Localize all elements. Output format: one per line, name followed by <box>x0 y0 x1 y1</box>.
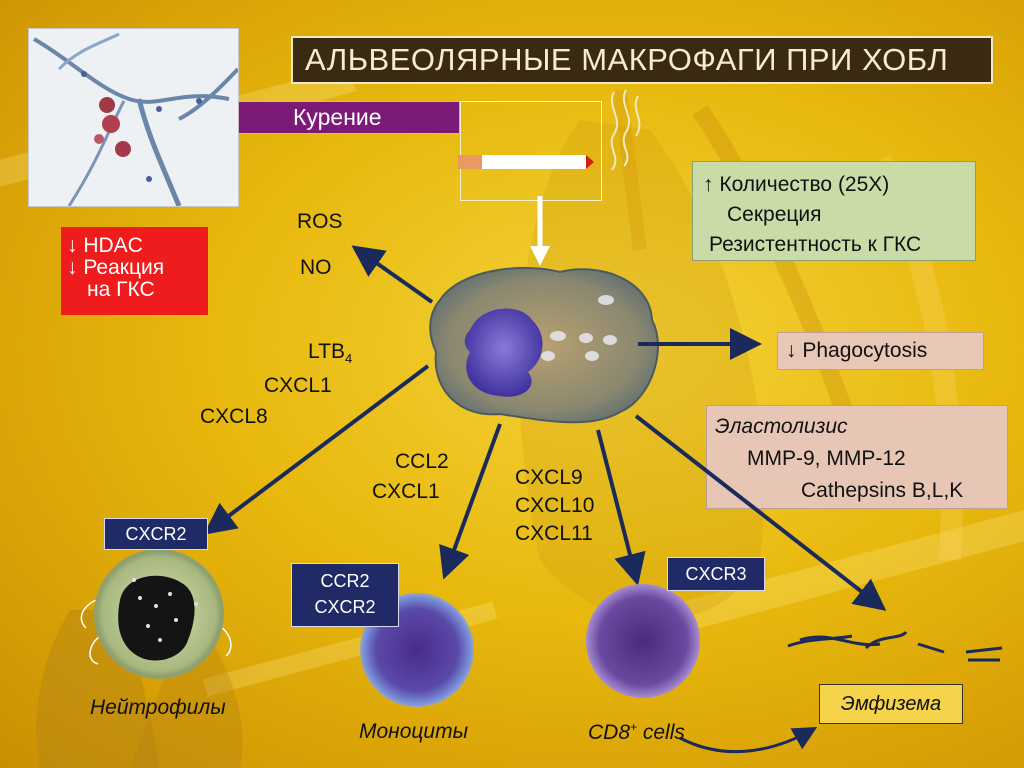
arrow-to-ros <box>351 245 434 304</box>
cxcl8-label: CXCL8 <box>200 405 268 428</box>
cxcl1-label: CXCL1 <box>264 374 332 397</box>
cigarette-frame <box>460 101 602 201</box>
mmp-label: MMP-9, MMP-12 <box>747 447 906 470</box>
cxcr2-receptor: CXCR2 <box>104 518 208 550</box>
page-title: АЛЬВЕОЛЯРНЫЕ МАКРОФАГИ ПРИ ХОБЛ <box>291 36 993 84</box>
neutrophil-cell <box>80 549 232 679</box>
micrograph-image <box>28 28 239 207</box>
hdac-line: ↓ HDAC <box>67 234 143 257</box>
macrophage-nucleus <box>464 308 543 397</box>
cxcl1-label-b: CXCL1 <box>372 480 440 503</box>
arrow-to-neutrophils <box>203 364 430 535</box>
response-line: ↓ Реакция <box>67 256 165 279</box>
elastolysis-heading: Эластолизис <box>715 415 848 438</box>
cxcl11-label: CXCL11 <box>515 522 593 545</box>
cathepsins-label: Cathepsins B,L,K <box>801 479 964 502</box>
no-label: NO <box>300 256 332 279</box>
cd8-cells-label: CD8+ cells <box>588 720 685 745</box>
cxcr3-receptor: CXCR3 <box>667 557 765 591</box>
macrophage-effects-box: ↑ Количество (25X) Секреция Резистентнос… <box>692 161 976 261</box>
neutrophils-label: Нейтрофилы <box>90 696 226 719</box>
phagocytosis-box: ↓ Phagocytosis <box>777 332 984 370</box>
arrow-to-cd8 <box>596 429 646 586</box>
ccr2-receptor: CCR2 <box>320 571 370 591</box>
resistance-label: Резистентность к ГКС <box>709 233 922 256</box>
ccl2-label: CCL2 <box>395 450 449 473</box>
ccr2-cxcr2-receptors: CCR2 CXCR2 <box>291 563 399 627</box>
secretion-label: Секреция <box>727 203 822 226</box>
ros-label: ROS <box>297 210 343 233</box>
elastolysis-box: Эластолизис MMP-9, MMP-12 Cathepsins B,L… <box>706 405 1008 509</box>
ltb-text: LTB <box>308 340 345 363</box>
gcs-line: на ГКС <box>87 278 155 301</box>
smoking-label: Курение <box>238 101 460 134</box>
arrow-to-emphysema <box>634 414 887 611</box>
hdac-box: ↓ HDAC ↓ Реакция на ГКС <box>61 227 208 315</box>
emphysema-box: Эмфизема <box>819 684 963 724</box>
broken-fibers <box>787 630 1003 662</box>
arrow-to-monocytes <box>439 423 502 580</box>
cxcl10-label: CXCL10 <box>515 494 595 517</box>
cd8-cell <box>586 584 700 698</box>
lung-silhouette <box>130 610 243 768</box>
count-label: ↑ Количество (25X) <box>703 173 890 196</box>
cd8-text: CD8 <box>588 721 631 744</box>
monocytes-label: Моноциты <box>359 720 469 743</box>
arrow-cd8-to-emphysema <box>679 727 818 754</box>
ltb4-label: LTB4 <box>308 340 352 366</box>
macrophage-cell <box>429 266 659 424</box>
cd8-suffix: cells <box>637 721 685 744</box>
ltb-subscript: 4 <box>344 351 353 367</box>
cd8-superscript: + <box>630 720 638 734</box>
cxcl9-label: CXCL9 <box>515 466 583 489</box>
cxcr2-receptor-b: CXCR2 <box>314 597 376 617</box>
